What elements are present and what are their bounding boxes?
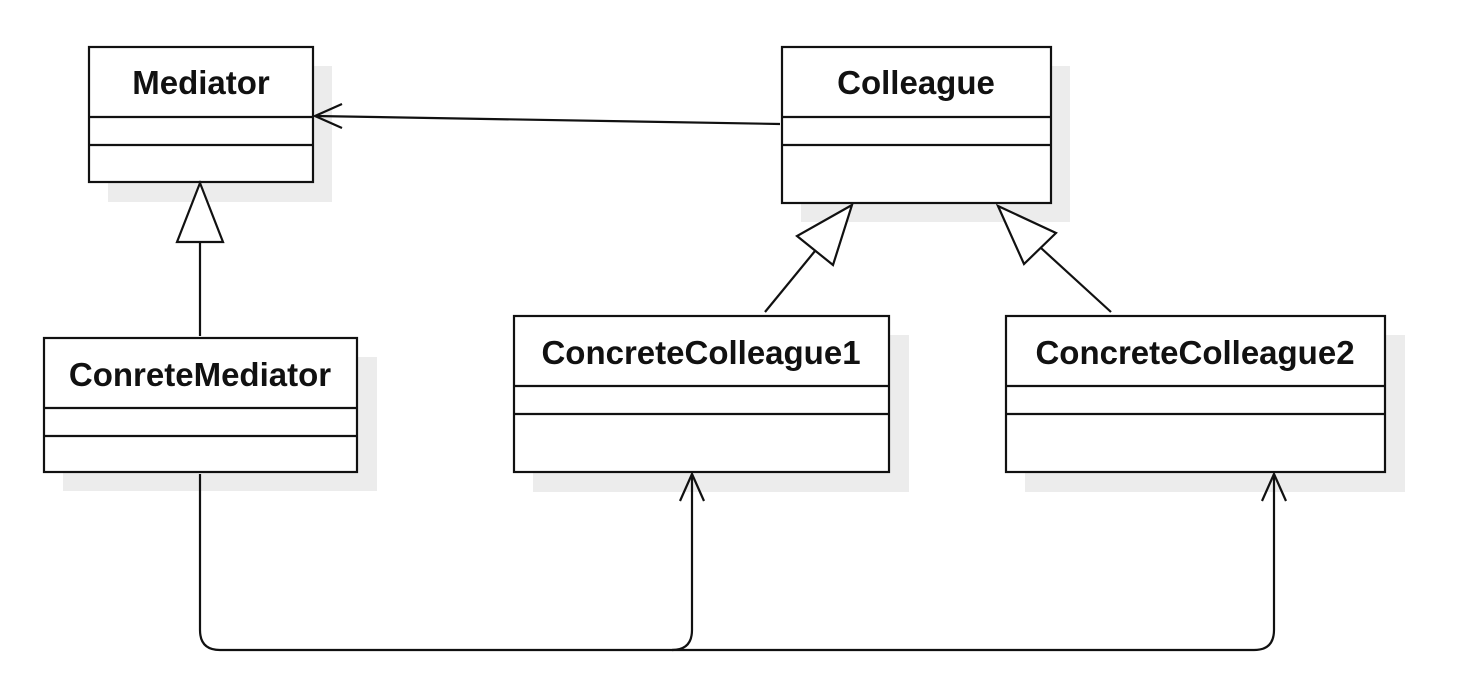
class-name-colleague: Colleague (837, 64, 995, 101)
class-box (512, 314, 891, 474)
class-box (1004, 314, 1387, 474)
association-concrete-mediator-to-colleague1 (198, 471, 706, 652)
association-line (314, 114, 781, 126)
association-line (198, 474, 694, 652)
association-colleague-to-mediator (312, 102, 781, 130)
generalization-concrete-mediator-to-mediator (175, 179, 225, 336)
class-name-concrete-mediator: ConreteMediator (69, 356, 331, 393)
open-arrowhead (678, 471, 706, 502)
hollow-triangle-arrowhead (175, 179, 225, 244)
class-concrete-colleague1[interactable]: ConcreteColleague1 (512, 314, 909, 492)
generalization-line (764, 250, 816, 313)
class-colleague[interactable]: Colleague (780, 45, 1070, 222)
class-concrete-mediator[interactable]: ConreteMediator (42, 336, 377, 491)
open-arrowhead (1260, 471, 1288, 502)
class-name-concrete-colleague2: ConcreteColleague2 (1035, 334, 1354, 371)
generalization-line (1040, 247, 1112, 313)
class-box (42, 336, 359, 474)
association-concrete-mediator-to-colleague2 (672, 471, 1288, 652)
open-arrowhead (312, 102, 343, 130)
hollow-triangle-arrowhead (995, 203, 1058, 266)
class-name-mediator: Mediator (132, 64, 270, 101)
association-line (672, 474, 1276, 652)
class-box (780, 45, 1053, 205)
hollow-triangle-arrowhead (795, 202, 854, 267)
class-box (87, 45, 315, 184)
generalization-concrete-colleague1-to-colleague (764, 202, 854, 313)
class-name-concrete-colleague1: ConcreteColleague1 (541, 334, 860, 371)
generalization-concrete-colleague2-to-colleague (995, 203, 1112, 313)
class-concrete-colleague2[interactable]: ConcreteColleague2 (1004, 314, 1405, 492)
class-mediator[interactable]: Mediator (87, 45, 332, 202)
